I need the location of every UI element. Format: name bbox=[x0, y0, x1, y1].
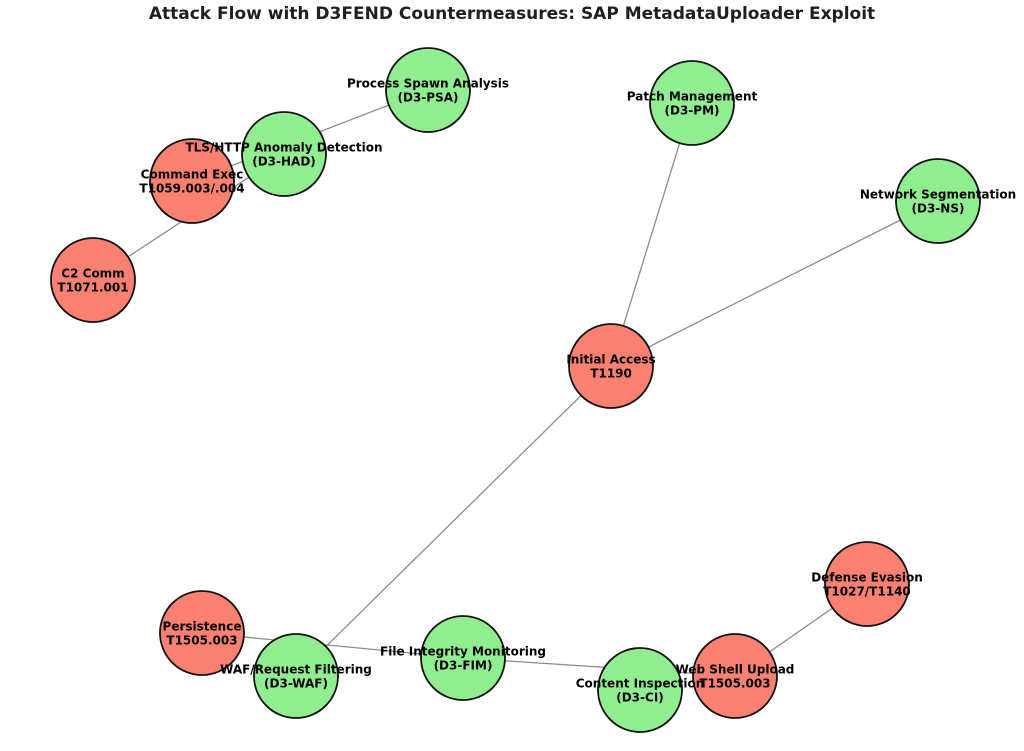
node-tls-http-anomaly bbox=[241, 111, 327, 197]
node-label-file-integrity: File Integrity Monitoring(D3-FIM) bbox=[380, 645, 546, 673]
node-c2-comm bbox=[50, 237, 136, 323]
node-process-spawn bbox=[385, 47, 471, 133]
node-waf-filtering bbox=[253, 633, 339, 719]
node-patch-mgmt bbox=[649, 60, 735, 146]
edge-network-seg-initial-access bbox=[610, 200, 939, 367]
edge-file-integrity-web-shell-upload bbox=[462, 657, 736, 677]
node-label-waf-filtering: WAF/Request Filtering(D3-WAF) bbox=[220, 663, 372, 691]
edge-initial-access-waf-filtering bbox=[295, 365, 612, 677]
node-network-seg bbox=[895, 158, 981, 244]
node-label-network-seg: Network Segmentation(D3-NS) bbox=[860, 188, 1016, 216]
edge-persistence-file-integrity bbox=[201, 632, 464, 659]
node-label-content-inspect: Content Inspection(D3-CI) bbox=[576, 677, 705, 705]
node-label-patch-mgmt: Patch Management(D3-PM) bbox=[627, 90, 758, 118]
node-defense-evasion bbox=[824, 541, 910, 627]
node-initial-access bbox=[568, 323, 654, 409]
node-label-process-spawn: Process Spawn Analysis(D3-PSA) bbox=[347, 77, 509, 105]
node-content-inspect bbox=[597, 647, 683, 733]
edge-patch-mgmt-initial-access bbox=[610, 102, 693, 367]
node-file-integrity bbox=[420, 615, 506, 701]
node-web-shell-upload bbox=[692, 633, 778, 719]
node-command-exec bbox=[149, 138, 235, 224]
figure-title: Attack Flow with D3FEND Countermeasures:… bbox=[148, 4, 876, 24]
node-persistence bbox=[159, 590, 245, 676]
node-label-tls-http-anomaly: TLS/HTTP Anomaly Detection(D3-HAD) bbox=[185, 141, 382, 169]
